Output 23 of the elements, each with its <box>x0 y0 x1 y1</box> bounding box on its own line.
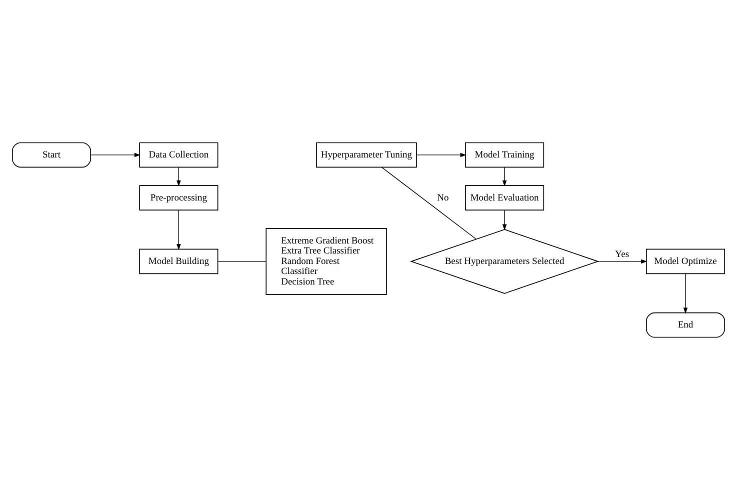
node-box: Pre-processing <box>139 184 218 210</box>
arrow <box>176 166 181 186</box>
node-box: Model Building <box>139 248 218 274</box>
arrow <box>502 209 507 230</box>
node-box: Data Collection <box>139 142 218 168</box>
node-box: Model Evaluation <box>465 184 544 210</box>
arrow <box>90 152 141 157</box>
connector <box>381 166 476 239</box>
node-box: End <box>646 312 726 338</box>
node-box: Extreme Gradient Boost Extra Tree Classifier Random Forest Classifier Decision Tree <box>266 228 387 294</box>
connector <box>218 260 266 262</box>
edge-label: Yes <box>615 249 630 260</box>
node-box: Model Optimize <box>646 248 726 274</box>
arrow <box>416 152 466 157</box>
node-box: Hyperparameter Tuning <box>316 142 417 168</box>
arrow <box>176 209 181 250</box>
node-box: Start <box>12 142 92 168</box>
node-diamond: Best Hyperparameters Selected <box>410 228 600 294</box>
arrow <box>502 166 507 186</box>
edge-label: No <box>437 192 449 203</box>
arrow <box>598 258 648 264</box>
arrow <box>683 272 688 314</box>
node-box: Model Training <box>465 142 544 168</box>
